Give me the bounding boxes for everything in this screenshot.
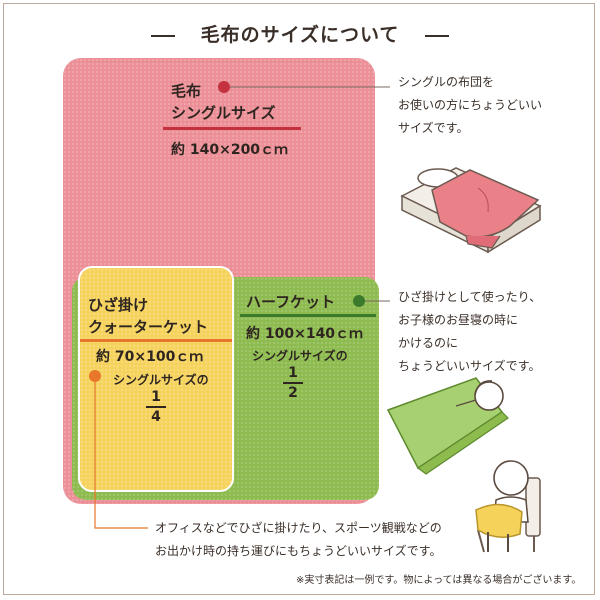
half-description: ひざ掛けとして使ったり、 お子様のお昼寝の時に かけるのに ちょうどいいサイズで…: [398, 286, 541, 378]
page-title-text: 毛布のサイズについて: [200, 24, 400, 46]
lap-ratio-denominator: 4: [151, 409, 161, 425]
single-name-line1: 毛布: [171, 82, 202, 100]
half-name: ハーフケット: [246, 293, 336, 311]
half-fraction-bar: [283, 382, 303, 384]
half-ratio-numerator: 1: [288, 365, 298, 381]
title-dash-left: [150, 34, 175, 37]
lap-blanket-shape: [78, 266, 234, 492]
lap-name-line2: クォーターケット: [88, 318, 209, 336]
single-underline: [163, 127, 301, 130]
page-title: 毛布のサイズについて: [0, 20, 600, 47]
person-in-chair-illustration: [475, 460, 541, 553]
lap-ratio-label: シングルサイズの: [113, 373, 209, 387]
single-size: 約 140×200ｃｍ: [171, 142, 289, 158]
lap-name-line1: ひざ掛け: [88, 296, 149, 314]
lap-description: オフィスなどでひざに掛けたり、スポーツ観戦などの お出かけ時の持ち運びにもちょう…: [155, 517, 442, 563]
footnote: ※実寸表記は一例です。物によっては異なる場合がございます。: [296, 575, 582, 586]
lap-marker-dot: [89, 370, 101, 382]
child-napping-illustration: [386, 377, 509, 475]
title-dash-right: [425, 34, 450, 37]
lap-underline: [80, 339, 232, 342]
single-marker-dot: [218, 81, 230, 93]
half-description-line: ちょうどいいサイズです。: [398, 359, 541, 373]
lap-connector-line: [94, 382, 148, 529]
half-description-line: かけるのに: [398, 336, 459, 350]
single-description-line: お使いの方にちょうどいい: [398, 98, 543, 112]
half-description-line: ひざ掛けとして使ったり、: [398, 290, 542, 304]
bed-with-blanket-illustration: [400, 167, 542, 254]
half-description-line: お子様のお昼寝の時に: [398, 313, 519, 327]
half-marker-dot: [353, 295, 365, 307]
half-ratio-denominator: 2: [288, 385, 298, 401]
single-description-line: シングルの布団を: [398, 75, 495, 89]
half-ratio-fraction: 1 2: [283, 365, 303, 401]
page-frame: [3, 3, 595, 595]
half-size: 約 100×140ｃｍ: [246, 326, 364, 342]
lap-ratio-numerator: 1: [151, 389, 161, 405]
lap-size: 約 70×100ｃｍ: [96, 349, 204, 365]
lap-description-line: オフィスなどでひざに掛けたり、スポーツ観戦などの: [155, 521, 442, 535]
half-underline: [240, 314, 376, 317]
lap-description-line: お出かけ時の持ち運びにもちょうどいいサイズです。: [155, 544, 442, 558]
single-name-line2: シングルサイズ: [171, 104, 276, 122]
lap-ratio-fraction: 1 4: [146, 389, 166, 425]
single-description-line: サイズです。: [398, 121, 469, 135]
single-description: シングルの布団を お使いの方にちょうどいい サイズです。: [398, 71, 542, 140]
lap-fraction-bar: [146, 406, 166, 408]
half-ratio-label: シングルサイズの: [252, 349, 348, 363]
